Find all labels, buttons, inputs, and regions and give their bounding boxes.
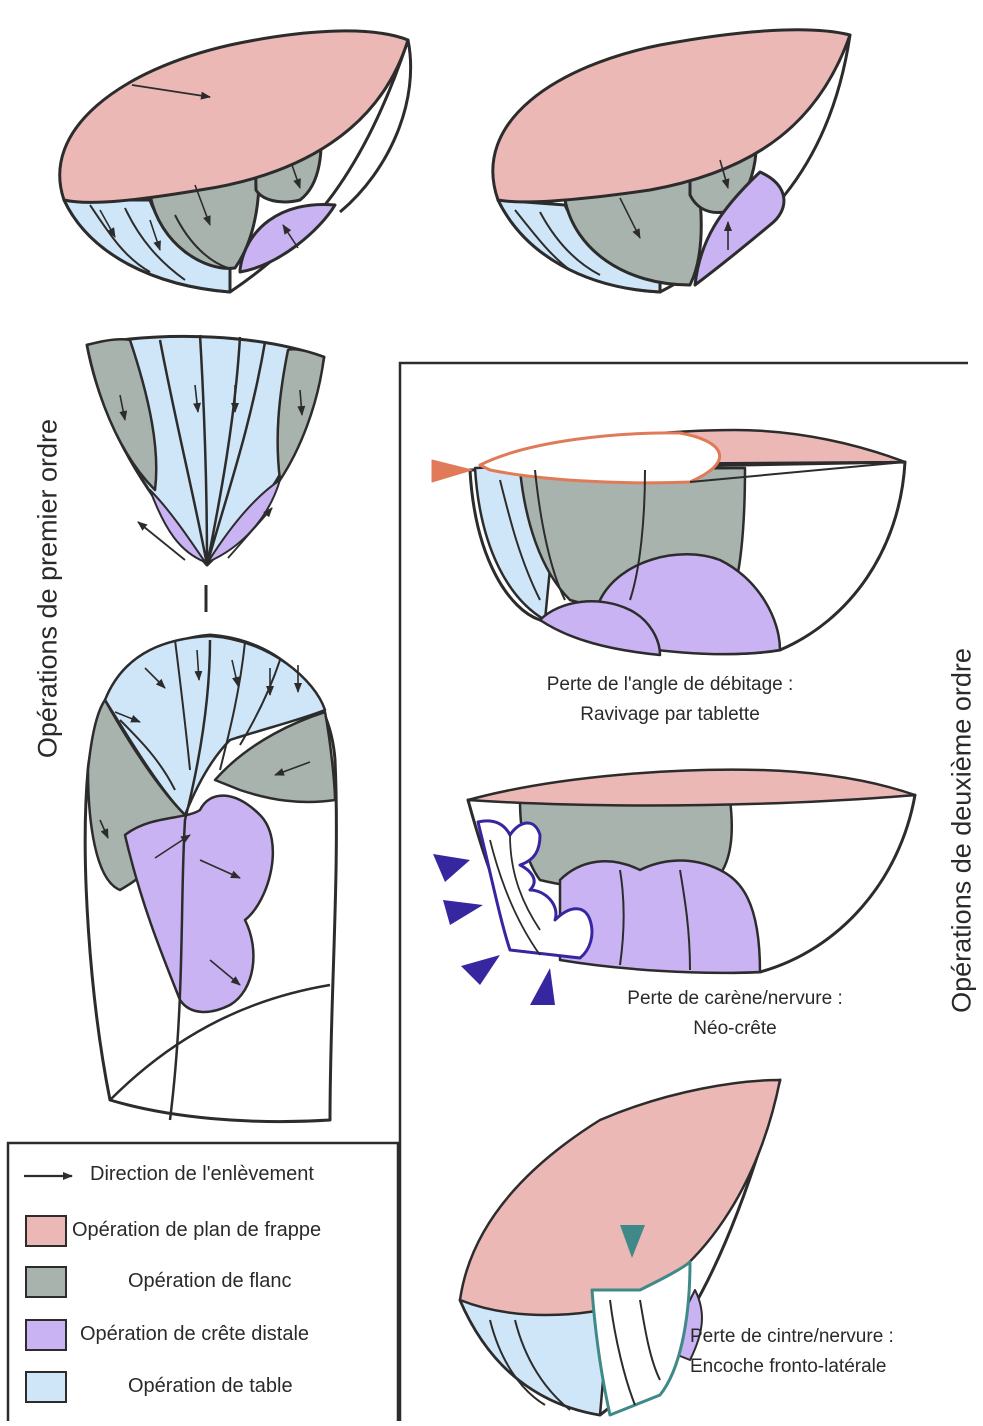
legend-label-platform: Opération de plan de frappe (72, 1219, 321, 1242)
core-4-platform (468, 770, 915, 806)
tablette-marker (432, 460, 472, 482)
core-perspective-2 (493, 30, 850, 292)
caption-tablette-line1: Perte de l'angle de débitage : (480, 670, 860, 700)
second-order-title: Opérations de deuxième ordre (947, 616, 978, 1046)
legend-arrow-label: Direction de l'enlèvement (90, 1163, 314, 1186)
core-tablette (432, 430, 905, 655)
legend-label-crest: Opération de crête distale (80, 1323, 309, 1346)
legend-swatch-crest (26, 1320, 66, 1350)
core-neo-crete (433, 770, 915, 1005)
core-3-tablette-outline (480, 433, 720, 483)
core-5-platform (460, 1080, 780, 1315)
legend-swatch-platform (26, 1216, 66, 1246)
caption-encoche: Perte de cintre/nervure : Encoche fronto… (690, 1322, 980, 1382)
legend-swatch-table (26, 1372, 66, 1402)
legend-label-flank: Opération de flanc (128, 1270, 291, 1293)
core-front-view (85, 635, 336, 1122)
neo-crete-marker-1 (433, 854, 470, 882)
caption-encoche-line1: Perte de cintre/nervure : (690, 1322, 980, 1352)
legend-swatch-flank (26, 1267, 66, 1297)
first-order-title: Opérations de premier ordre (33, 389, 64, 789)
distal-view-right-flank (278, 349, 324, 480)
neo-crete-marker-4 (530, 968, 555, 1005)
caption-tablette-line2: Ravivage par tablette (480, 700, 860, 730)
neo-crete-marker-3 (461, 955, 500, 985)
neo-crete-marker-2 (443, 900, 483, 925)
legend-label-table: Opération de table (128, 1375, 293, 1398)
caption-encoche-line2: Encoche fronto-latérale (690, 1352, 980, 1382)
caption-tablette: Perte de l'angle de débitage : Ravivage … (480, 670, 860, 730)
caption-neo-crete: Perte de carène/nervure : Néo-crête (560, 984, 910, 1044)
core-1-platform (60, 31, 408, 202)
caption-neo-crete-line2: Néo-crête (560, 1014, 910, 1044)
caption-neo-crete-line1: Perte de carène/nervure : (560, 984, 910, 1014)
core-distal-view (87, 335, 324, 612)
core-perspective-1 (60, 31, 411, 292)
